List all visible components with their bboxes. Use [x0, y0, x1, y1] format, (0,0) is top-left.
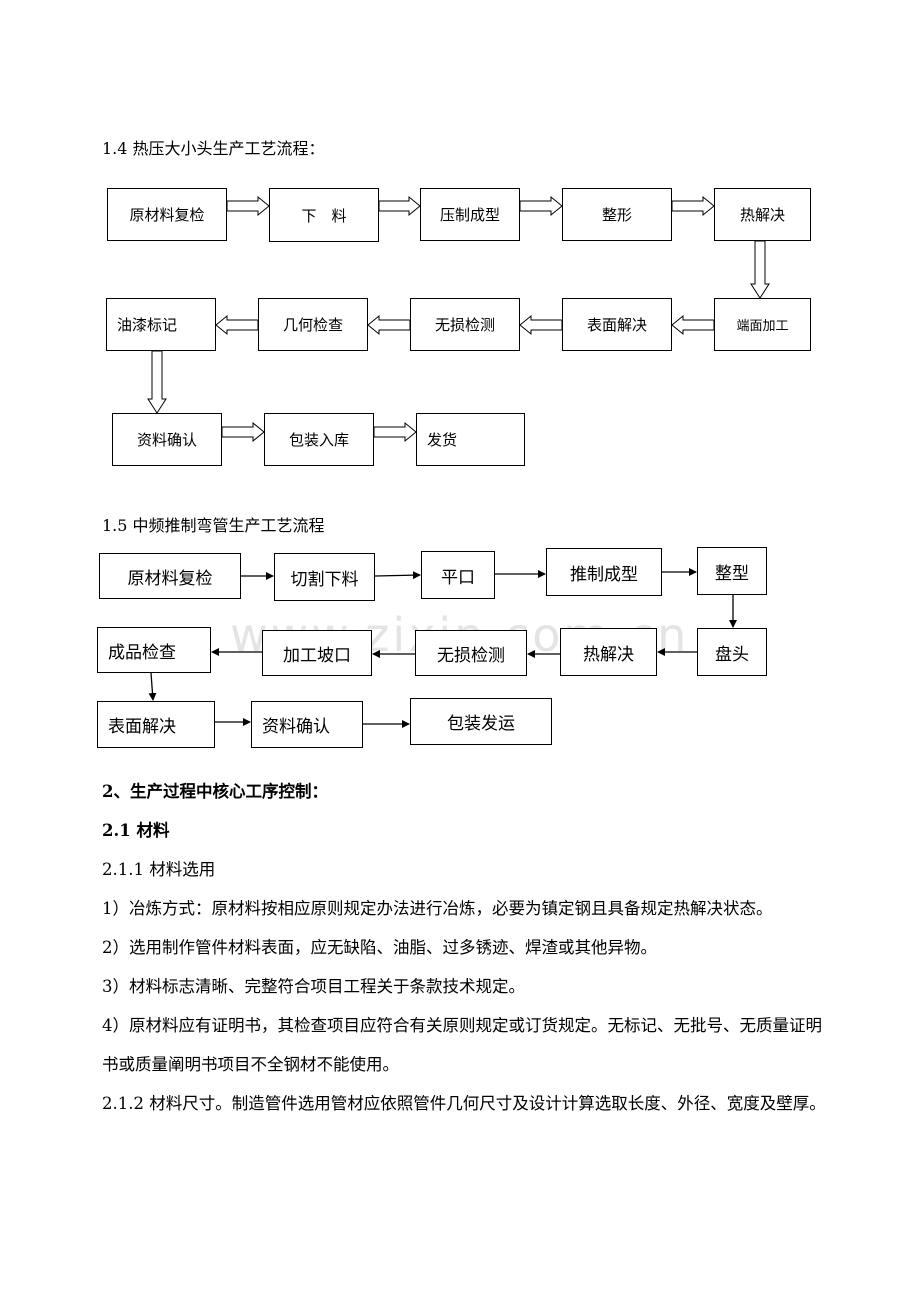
- block-arrow-1: [226, 195, 270, 217]
- block-arrow-7: [519, 314, 563, 336]
- flow-box-ndt: 无损检测: [410, 298, 520, 351]
- flow2-box-push-forming: 推制成型: [546, 548, 662, 596]
- flow2-box-raw-material-inspection: 原材料复检: [99, 553, 241, 599]
- flow2-box-heat-treatment: 热解决: [560, 628, 657, 676]
- block-arrow-10: [147, 350, 167, 414]
- flow2-box-bevel-machining: 加工坡口: [262, 630, 372, 676]
- flow2-box-shaping: 整型: [697, 547, 767, 595]
- flow2-box-cutting: 切割下料: [274, 553, 375, 601]
- flow2-box-packing-shipping: 包装发运: [410, 698, 552, 745]
- line-arrow-2: [374, 571, 421, 580]
- block-arrow-5: [750, 240, 770, 299]
- flow-box-geometry-check: 几何检查: [258, 298, 368, 351]
- flow2-box-ndt: 无损检测: [415, 630, 527, 676]
- block-arrow-4: [671, 195, 715, 217]
- flow-box-document-confirm: 资料确认: [112, 413, 222, 466]
- flow-box-shipping: 发货: [416, 413, 525, 466]
- paragraph-item-2: 2）选用制作管件材料表面，应无缺陷、油脂、过多锈迹、焊渣或其他异物。: [102, 938, 657, 957]
- subheading-2-1-1: 2.1.1 材料选用: [102, 860, 216, 879]
- block-arrow-9: [215, 314, 259, 336]
- paragraph-item-1: 1）冶炼方式：原材料按相应原则规定办法进行冶炼，必要为镇定钢且具备规定热解决状态…: [102, 899, 773, 918]
- flow-box-press-forming: 压制成型: [420, 188, 520, 241]
- flow2-box-document-confirm: 资料确认: [251, 701, 363, 748]
- paragraph-item-5: 2.1.2 材料尺寸。制造管件选用管材应依照管件几何尺寸及设计计算选取长度、外径…: [102, 1094, 826, 1113]
- block-arrow-8: [367, 314, 411, 336]
- flow-box-paint-marking: 油漆标记: [106, 298, 216, 351]
- paragraph-item-4: 4）原材料应有证明书，其检查项目应符合有关原则规定或订货规定。无标记、无批号、无…: [102, 1016, 822, 1074]
- block-arrow-3: [519, 195, 563, 217]
- flow-box-raw-material-inspection: 原材料复检: [107, 188, 227, 241]
- flow2-box-final-inspection: 成品检查: [97, 627, 211, 673]
- line-arrow-10: [148, 672, 157, 701]
- flow-box-shaping: 整形: [562, 188, 672, 241]
- paragraph-item-3: 3）材料标志清晰、完整符合项目工程关于条款技术规定。: [102, 977, 525, 996]
- flow2-box-end-heading: 盘头: [697, 628, 767, 676]
- block-arrow-11: [221, 421, 265, 443]
- flow-box-cutting: 下 料: [269, 188, 379, 242]
- flow-box-heat-treatment: 热解决: [714, 188, 811, 241]
- block-arrow-6: [671, 314, 715, 336]
- flow2-box-surface-treatment: 表面解决: [97, 701, 215, 748]
- block-arrow-2: [378, 195, 421, 217]
- block-arrow-12: [373, 421, 417, 443]
- body-text: 2、生产过程中核心工序控制： 2.1 材料 2.1.1 材料选用 1）冶炼方式：…: [102, 772, 826, 1123]
- flow2-box-end-flattening: 平口: [421, 551, 495, 599]
- section-1-4-title: 1.4 热压大小头生产工艺流程：: [102, 139, 325, 158]
- flow-box-packing-storage: 包装入库: [264, 413, 374, 466]
- heading-2: 2、生产过程中核心工序控制：: [102, 782, 328, 801]
- heading-2-1: 2.1 材料: [102, 821, 170, 840]
- section-1-5-title: 1.5 中频推制弯管生产工艺流程: [102, 516, 325, 535]
